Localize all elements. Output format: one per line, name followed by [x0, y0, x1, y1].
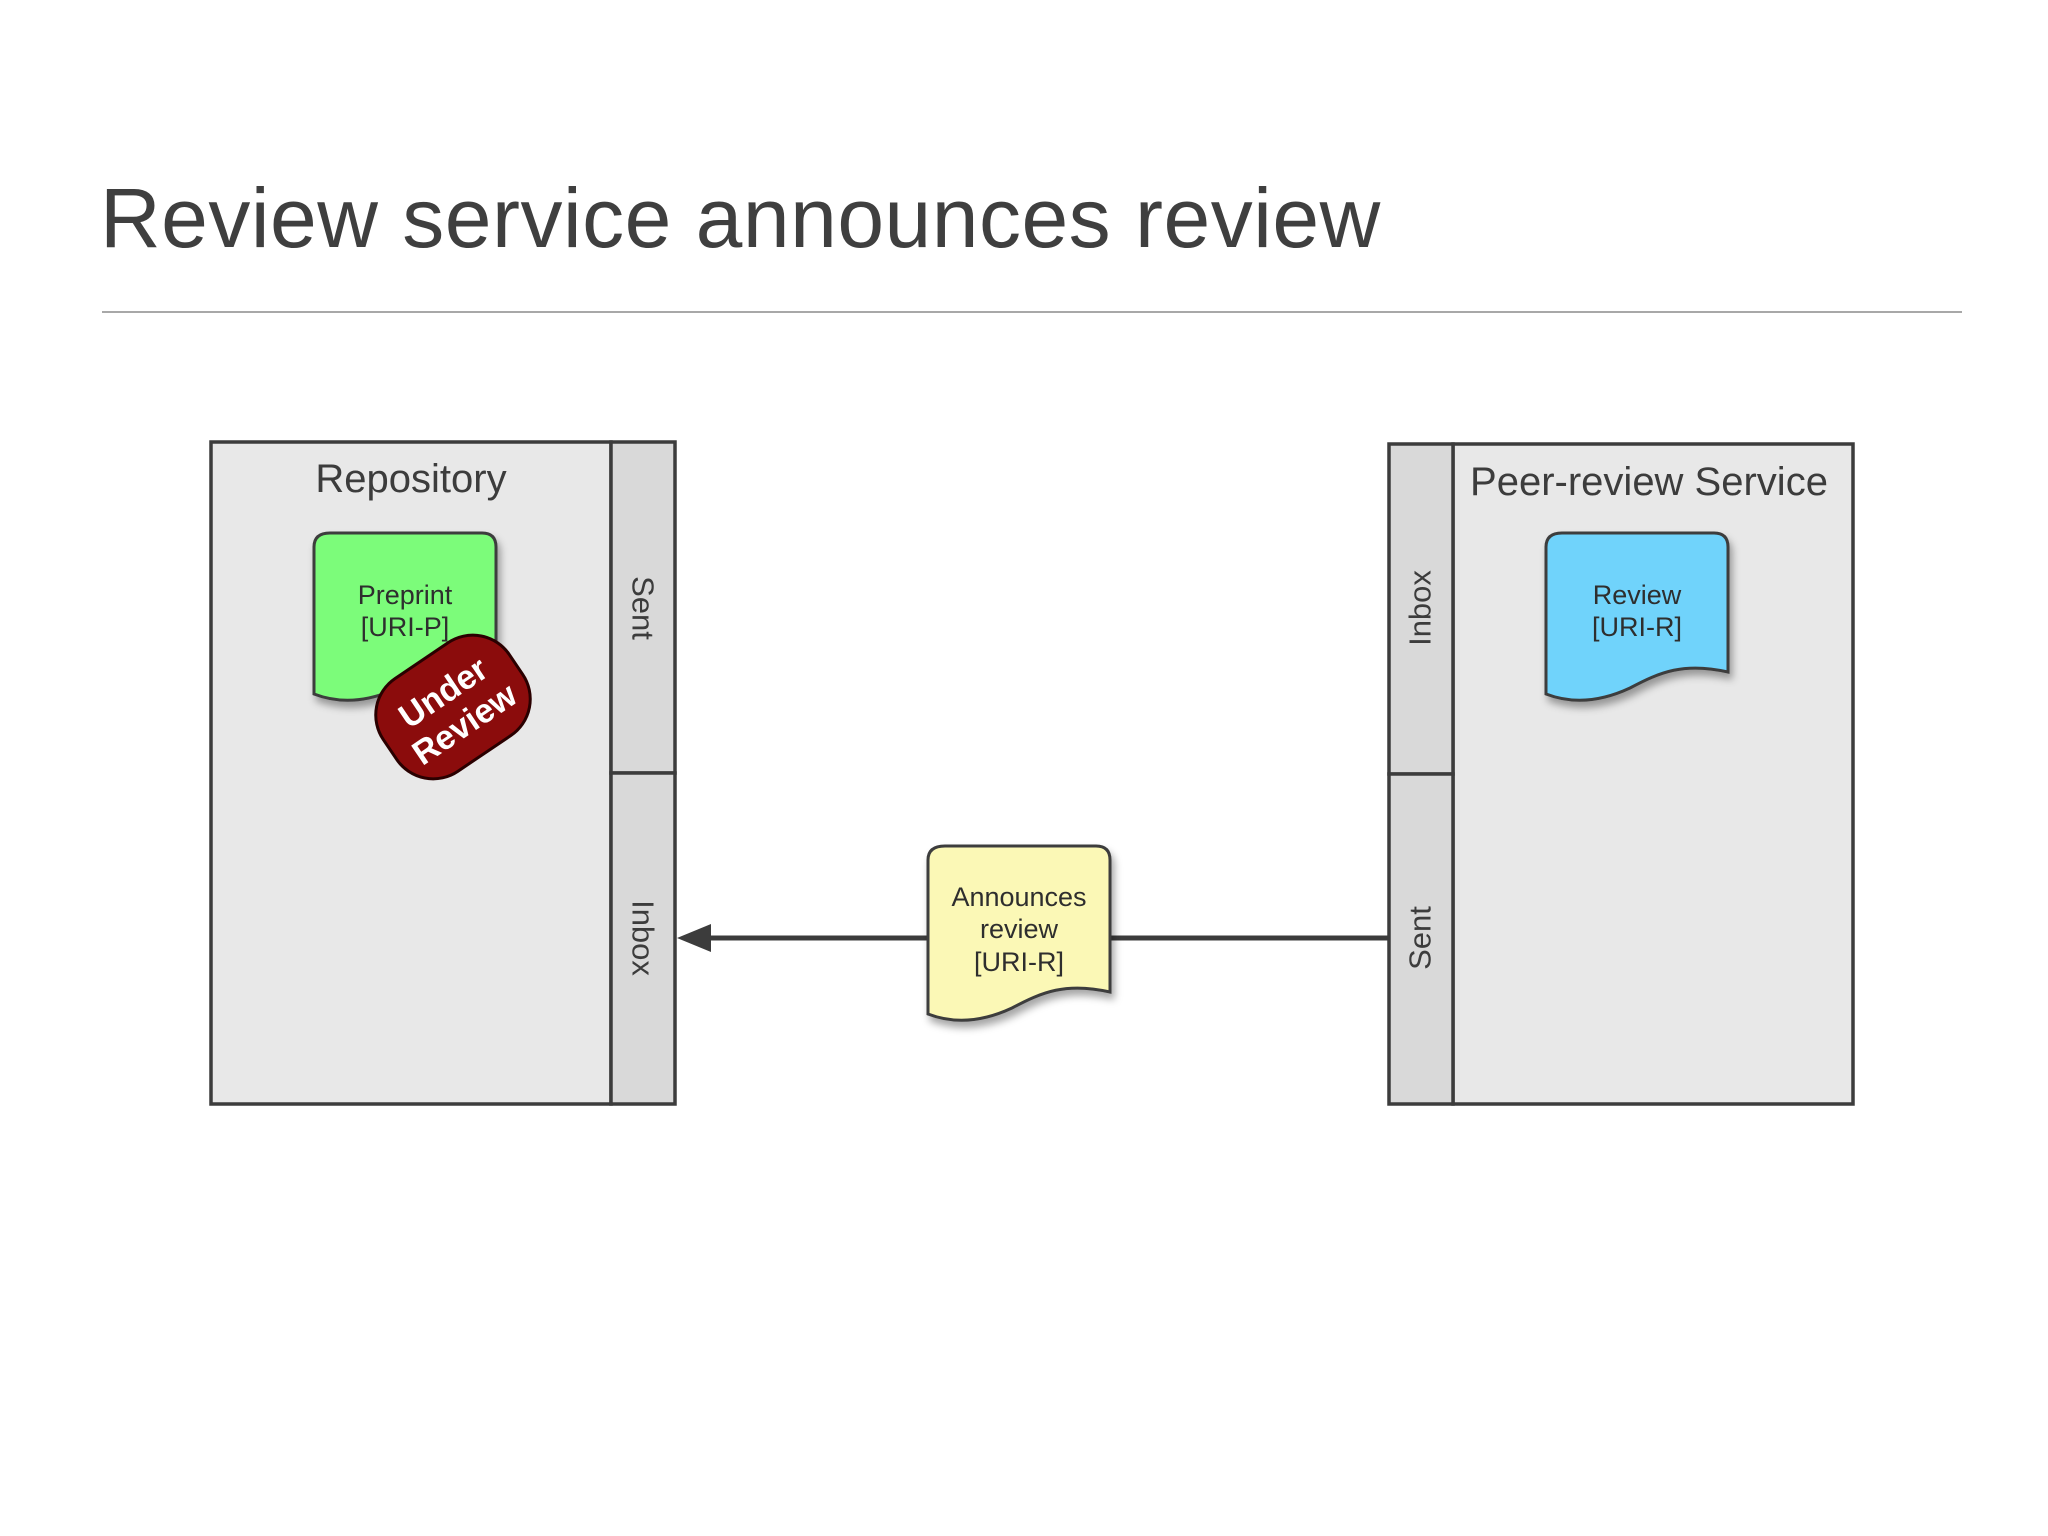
announce-message-line2: review — [980, 914, 1059, 944]
announce-message-line1: Announces — [951, 882, 1086, 912]
announce-message-document — [926, 844, 1112, 1022]
peer-review-service-sent-label: Sent — [1403, 906, 1438, 970]
under-review-stamp-shape — [374, 633, 532, 781]
announce-message-line3: [URI-R] — [974, 947, 1064, 977]
repository-sent-label: Sent — [626, 576, 661, 640]
preprint-document-title: Preprint — [358, 580, 453, 610]
peer-review-service-container: Peer-review Service Inbox Sent Review [U… — [1387, 442, 1855, 1106]
preprint-document-uri: [URI-P] — [361, 612, 450, 642]
slide-title: Review service announces review — [100, 171, 1381, 265]
peer-review-service-sent-tray — [1387, 772, 1455, 1106]
review-document-shape — [1544, 531, 1730, 702]
under-review-stamp: Under Review — [374, 633, 532, 781]
peer-review-service-inbox-label: Inbox — [1403, 570, 1438, 646]
repository-sent-tray — [609, 440, 677, 775]
announce-arrow-head — [677, 924, 711, 952]
repository-inbox-label: Inbox — [626, 900, 661, 976]
announce-message-shape — [926, 844, 1112, 1022]
repository-label: Repository — [315, 457, 506, 501]
peer-review-service-label: Peer-review Service — [1470, 460, 1828, 504]
review-document-title: Review — [1593, 580, 1682, 610]
repository-container: Repository Sent Inbox Preprint [URI-P] U… — [209, 440, 677, 1106]
repository-inbox-tray — [609, 771, 677, 1106]
review-document-uri: [URI-R] — [1592, 612, 1682, 642]
title-divider — [102, 311, 1962, 313]
review-document — [1544, 531, 1730, 702]
